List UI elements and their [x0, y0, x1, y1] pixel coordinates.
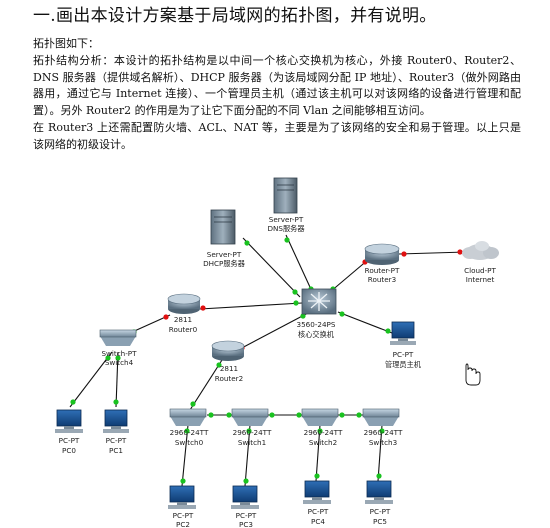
pc4[interactable]: PC-PT PC4 — [303, 480, 331, 526]
pc3-name-label: PC3 — [239, 520, 253, 528]
switch-icon — [301, 408, 339, 426]
pc0-model-label: PC-PT — [59, 436, 80, 445]
pc2[interactable]: PC-PT PC2 — [168, 485, 196, 528]
switch4-name-label: Switch4 — [105, 358, 134, 367]
pc1-name-label: PC1 — [109, 446, 123, 455]
cable-dhcp-core — [242, 237, 301, 298]
cable-switch2-pc4 — [315, 424, 321, 482]
cable-core-router2 — [237, 312, 309, 351]
router3[interactable]: Router-PT Router3 — [364, 243, 400, 284]
switch3-name-label: Switch3 — [369, 438, 397, 447]
hand-cursor-icon — [465, 363, 481, 386]
pc4-name-label: PC4 — [311, 517, 325, 526]
cable-switch4-pc0 — [69, 351, 113, 408]
switch1-name-label: Switch1 — [238, 438, 266, 447]
server-icon — [210, 209, 236, 245]
cable-router0-switch4 — [129, 314, 171, 334]
admin-model-label: PC-PT — [393, 350, 414, 359]
cable-core-admin — [337, 311, 393, 334]
pc1-model-label: PC-PT — [106, 436, 127, 445]
pc-icon — [103, 409, 129, 433]
cable-router3-core — [329, 258, 370, 293]
router3-config-paragraph: 在 Router3 上还需配置防火墙、ACL、NAT 等，主要是为了该网络的安全… — [33, 121, 521, 151]
switch4-model-label: Switch-PT — [101, 349, 137, 358]
cable-switch1-pc3 — [244, 424, 251, 487]
pc2-name-label: PC2 — [176, 520, 190, 528]
switch3-model-label: 2960-24TT — [364, 428, 403, 437]
dhcp-model-label: Server-PT — [207, 250, 242, 259]
pc5-name-label: PC5 — [373, 517, 387, 526]
pc-icon — [390, 321, 416, 345]
router2-name-label: Router2 — [215, 374, 243, 383]
pc4-model-label: PC-PT — [308, 507, 329, 516]
cable-switch3-pc5 — [377, 424, 383, 482]
pc-icon — [55, 409, 83, 433]
switch0-name-label: Switch0 — [175, 438, 204, 447]
pc2-model-label: PC-PT — [173, 511, 194, 520]
pc5-model-label: PC-PT — [370, 507, 391, 516]
router0[interactable]: 2811 Router0 — [167, 293, 201, 334]
admin-name-label: 管理员主机 — [385, 360, 422, 369]
core-name-label: 核心交换机 — [298, 330, 335, 339]
router0-model-label: 2811 — [174, 315, 192, 324]
router2[interactable]: 2811 Router2 — [211, 340, 245, 383]
cable-switch4-pc1 — [115, 351, 119, 408]
switch3[interactable]: 2960-24TT Switch3 — [362, 408, 403, 447]
pc3-model-label: PC-PT — [236, 511, 257, 520]
pc0[interactable]: PC-PT PC0 — [55, 409, 83, 455]
pc3[interactable]: PC-PT PC3 — [231, 485, 259, 528]
core-switch[interactable]: 3560-24PS 核心交换机 — [297, 288, 337, 339]
router0-name-label: Router0 — [169, 325, 198, 334]
cable-router0-core — [199, 302, 303, 310]
switch0-model-label: 2960-24TT — [170, 428, 209, 437]
core-model-label: 3560-24PS — [297, 320, 336, 329]
router-icon — [167, 293, 201, 314]
pc5[interactable]: PC-PT PC5 — [365, 480, 393, 526]
switch-icon — [99, 329, 137, 346]
section-heading: 一.画出本设计方案基于局域网的拓扑图，并有说明。 — [33, 6, 437, 26]
router-icon — [364, 243, 400, 265]
router-icon — [211, 340, 245, 361]
multilayer-switch-icon — [301, 288, 337, 315]
cable-switch0-pc2 — [181, 424, 189, 487]
admin-pc[interactable]: PC-PT 管理员主机 — [385, 321, 422, 369]
pc-icon — [168, 485, 196, 509]
dhcp-name-label: DHCP服务器 — [203, 259, 245, 268]
switch2-model-label: 2960-24TT — [304, 428, 343, 437]
cloud-icon — [462, 241, 499, 260]
switch-icon — [231, 408, 269, 426]
switch2[interactable]: 2960-24TT Switch2 — [301, 408, 343, 447]
switch1-model-label: 2960-24TT — [233, 428, 272, 437]
cloud-model-label: Cloud-PT — [464, 266, 496, 275]
dhcp-server[interactable]: Server-PT DHCP服务器 — [203, 209, 245, 268]
pc-icon — [231, 485, 259, 509]
cloud-name-label: Internet — [466, 275, 495, 284]
pc0-name-label: PC0 — [62, 446, 76, 455]
switch-icon — [169, 408, 207, 426]
router3-model-label: Router-PT — [365, 266, 400, 275]
switch-icon — [362, 408, 400, 426]
pc1[interactable]: PC-PT PC1 — [103, 409, 129, 455]
dns-model-label: Server-PT — [269, 215, 304, 224]
switch0[interactable]: 2960-24TT Switch0 — [169, 408, 209, 447]
switch4[interactable]: Switch-PT Switch4 — [99, 329, 137, 367]
intro-text: 拓扑图如下： — [33, 37, 99, 50]
dns-name-label: DNS服务器 — [267, 224, 304, 233]
router2-model-label: 2811 — [220, 364, 238, 373]
pc-icon — [303, 480, 331, 504]
topology-analysis-paragraph: 拓扑结构分析：本设计的拓扑结构是以中间一个核心交换机为核心，外接 Router0… — [33, 54, 521, 117]
dns-server[interactable]: Server-PT DNS服务器 — [267, 177, 305, 233]
internet-cloud[interactable]: Cloud-PT Internet — [462, 241, 499, 284]
cable-router3-internet — [398, 251, 467, 255]
cable-router2-switch0 — [189, 359, 223, 411]
pc-icon — [365, 480, 393, 504]
server-icon — [273, 177, 298, 214]
switch2-name-label: Switch2 — [309, 438, 337, 447]
switch1[interactable]: 2960-24TT Switch1 — [231, 408, 272, 447]
router3-name-label: Router3 — [368, 275, 396, 284]
